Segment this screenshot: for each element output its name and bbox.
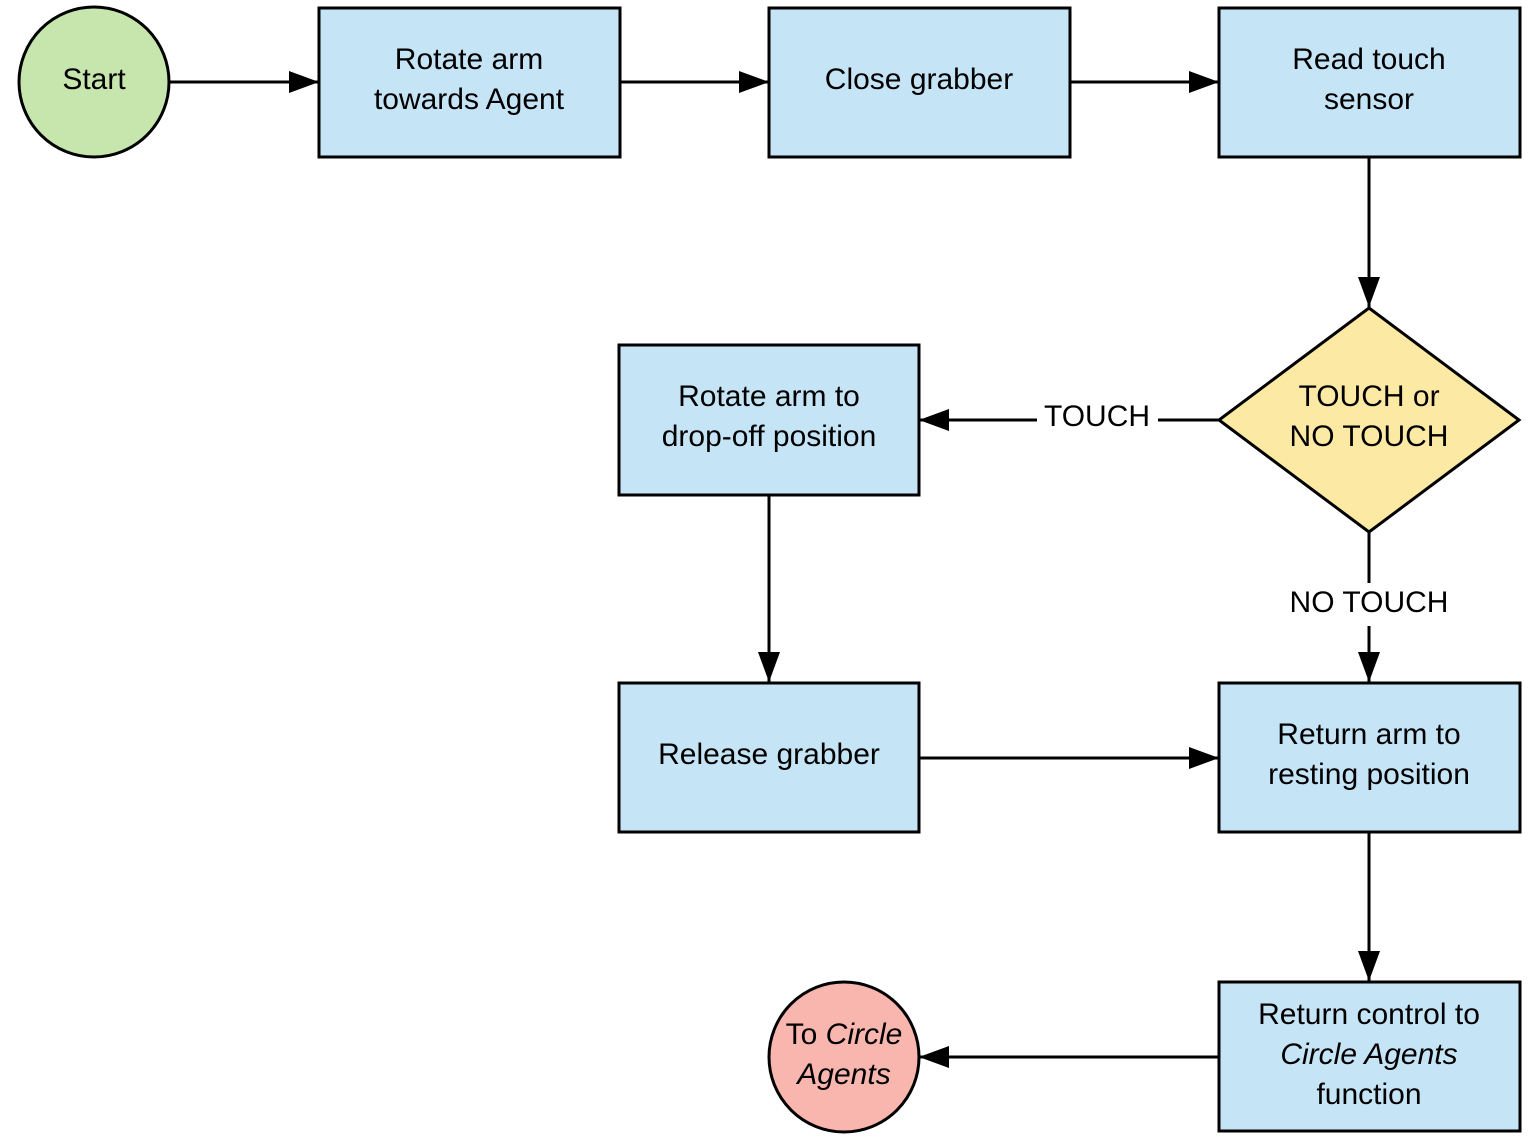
process-label-line: Rotate arm to — [678, 380, 860, 413]
end-node: To Circle Agents — [767, 980, 921, 1134]
end-node-shape — [767, 980, 921, 1134]
start-node: Start — [17, 5, 171, 159]
process-label-line: towards Agent — [374, 83, 565, 116]
process-box — [767, 6, 1072, 159]
end-node-label-plain: To — [786, 1018, 826, 1051]
start-node-shape — [17, 5, 171, 159]
process-box — [1217, 6, 1522, 159]
edge-label-no-touch: NO TOUCH — [1290, 586, 1449, 619]
start-node-label: Start — [62, 63, 126, 96]
process-label-line: Read touch — [1292, 43, 1445, 76]
process-label-line: Circle Agents — [1280, 1038, 1457, 1071]
process-release-grabber: Release grabber — [617, 681, 921, 834]
process-label-line: Return arm to — [1277, 718, 1460, 751]
process-return-control: Return control to Circle Agents function — [1217, 980, 1522, 1133]
edge-label-touch: TOUCH — [1044, 400, 1150, 433]
process-label-line: function — [1316, 1078, 1421, 1111]
end-node-label-line: To Circle — [786, 1018, 903, 1051]
process-rotate-arm-dropoff: Rotate arm to drop-off position — [617, 343, 921, 497]
decision-label-line: TOUCH or — [1298, 380, 1439, 413]
process-label-line: Close grabber — [825, 63, 1013, 96]
process-label-line: sensor — [1324, 83, 1414, 116]
process-label-line: drop-off position — [662, 420, 877, 453]
process-box — [617, 681, 921, 834]
process-box — [1217, 681, 1522, 834]
process-box — [317, 6, 622, 159]
process-return-arm-resting: Return arm to resting position — [1217, 681, 1522, 834]
decision-label-line: NO TOUCH — [1290, 420, 1449, 453]
connectors — [170, 71, 1380, 1068]
process-rotate-arm-towards-agent: Rotate arm towards Agent — [317, 6, 622, 159]
end-node-label-line: Agents — [795, 1058, 890, 1091]
process-label-line: Release grabber — [658, 738, 880, 771]
process-box — [617, 343, 921, 497]
process-label-line: Return control to — [1258, 998, 1480, 1031]
process-close-grabber: Close grabber — [767, 6, 1072, 159]
decision-diamond — [1216, 306, 1522, 534]
process-box — [1217, 980, 1522, 1133]
process-label-line: Rotate arm — [395, 43, 543, 76]
process-read-touch-sensor: Read touch sensor — [1217, 6, 1522, 159]
end-node-label-italic: Circle — [826, 1018, 903, 1051]
process-label-line: resting position — [1268, 758, 1470, 791]
decision-touch-or-no-touch: TOUCH or NO TOUCH — [1216, 306, 1522, 534]
